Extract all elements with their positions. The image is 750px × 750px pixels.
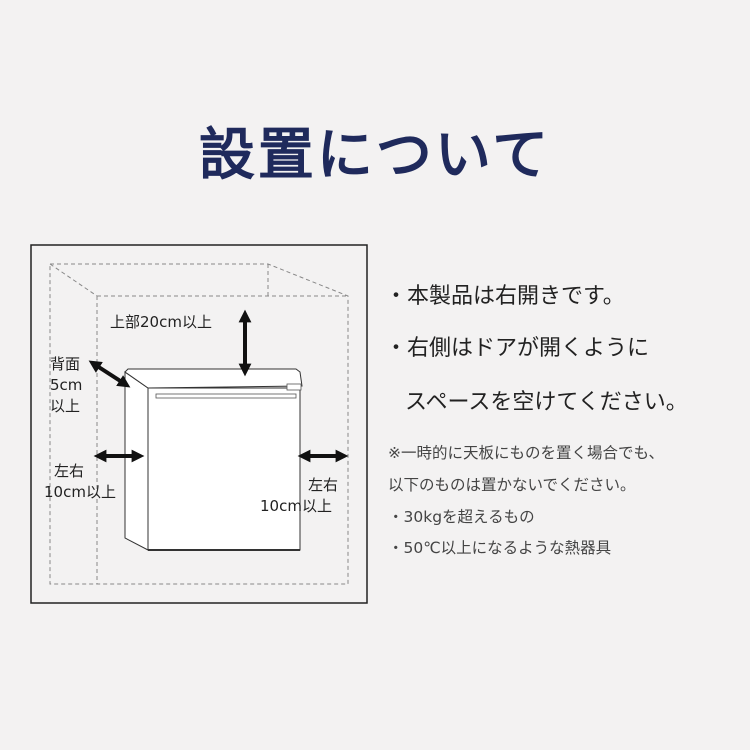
page-title: 設置について xyxy=(198,123,552,188)
left-clearance-label-2: 10cm以上 xyxy=(44,483,116,501)
right-clearance-label-1: 左右 xyxy=(308,476,339,494)
installation-clearance-diagram: 上部20cm以上 背面 5cm 以上 左右 10cm以上 左右 10cm以上 xyxy=(30,244,368,604)
bullet-right-opening: ・本製品は右開きです。 xyxy=(385,284,625,309)
back-clearance-label-1: 背面 xyxy=(50,355,81,373)
back-clearance-label-2: 5cm xyxy=(50,376,83,394)
outer-frame xyxy=(30,244,368,604)
dashed-clearance-box xyxy=(49,263,349,585)
bullet-right-side-space-cont: スペースを空けてください。 xyxy=(405,390,688,415)
left-clearance-label-1: 左右 xyxy=(54,462,85,480)
back-clearance-label-3: 以上 xyxy=(50,397,81,415)
clearance-arrows xyxy=(88,309,349,463)
note-line-1: ※一時的に天板にものを置く場合でも、 xyxy=(388,444,665,462)
note-item-weight: ・30kgを超えるもの xyxy=(388,508,535,526)
top-clearance-label: 上部20cm以上 xyxy=(110,313,212,331)
clearance-illustration xyxy=(30,244,368,604)
note-line-2: 以下のものは置かないでください。 xyxy=(388,476,636,494)
bullet-right-side-space: ・右側はドアが開くように xyxy=(385,336,650,361)
right-clearance-label-2: 10cm以上 xyxy=(260,497,332,515)
note-item-heat: ・50℃以上になるような熱器具 xyxy=(388,539,612,557)
refrigerator-outline xyxy=(124,368,303,551)
